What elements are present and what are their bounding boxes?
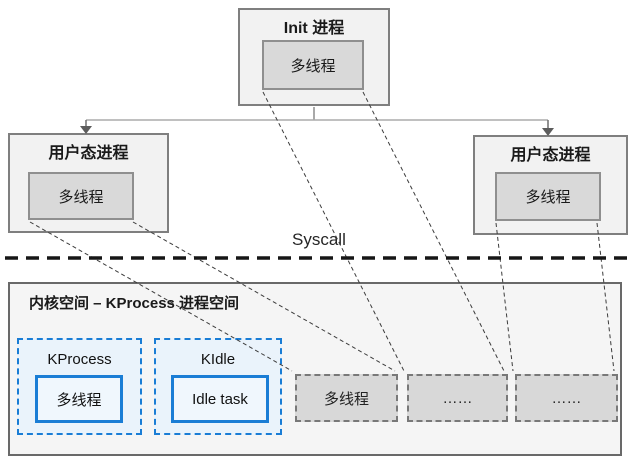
kernel-task-box-1: 多线程 (295, 374, 398, 422)
kprocess-title: KProcess (47, 351, 112, 368)
kprocess-box: KProcess 多线程 (17, 338, 142, 435)
kidle-box: KIdle Idle task (154, 338, 282, 435)
kprocess-thread-label: 多线程 (56, 391, 102, 409)
process-tree-connector (80, 107, 554, 136)
user-right-thread-label: 多线程 (525, 189, 571, 206)
kernel-task-box-2: …… (407, 374, 508, 422)
user-process-left-title: 用户态进程 (48, 145, 129, 162)
kernel-space-title: 内核空间 – KProcess 进程空间 (29, 295, 240, 312)
init-process-title: Init 进程 (283, 20, 345, 37)
user-left-thread-label: 多线程 (58, 188, 104, 206)
kernel-task-box-3-label: …… (551, 389, 582, 407)
idle-task-box: Idle task (171, 375, 269, 423)
user-process-right-title: 用户态进程 (510, 147, 591, 164)
syscall-label: Syscall (292, 230, 346, 249)
kernel-task-box-2-label: …… (442, 389, 473, 407)
kernel-space-box: 内核空间 – KProcess 进程空间 KProcess 多线程 KIdle … (8, 282, 622, 456)
user-process-left-box: 用户态进程 多线程 (8, 133, 169, 233)
kprocess-thread-box: 多线程 (35, 375, 123, 423)
init-thread-label: 多线程 (290, 57, 336, 75)
kernel-task-box-1-label: 多线程 (323, 390, 369, 408)
user-left-thread-box: 多线程 (28, 172, 134, 220)
init-thread-box: 多线程 (262, 40, 364, 90)
idle-task-label: Idle task (192, 390, 248, 408)
init-process-box: Init 进程 多线程 (238, 8, 390, 106)
kernel-task-box-3: …… (515, 374, 618, 422)
kidle-title: KIdle (200, 351, 236, 368)
user-right-thread-box: 多线程 (495, 172, 601, 221)
user-process-right-box: 用户态进程 多线程 (473, 135, 628, 235)
